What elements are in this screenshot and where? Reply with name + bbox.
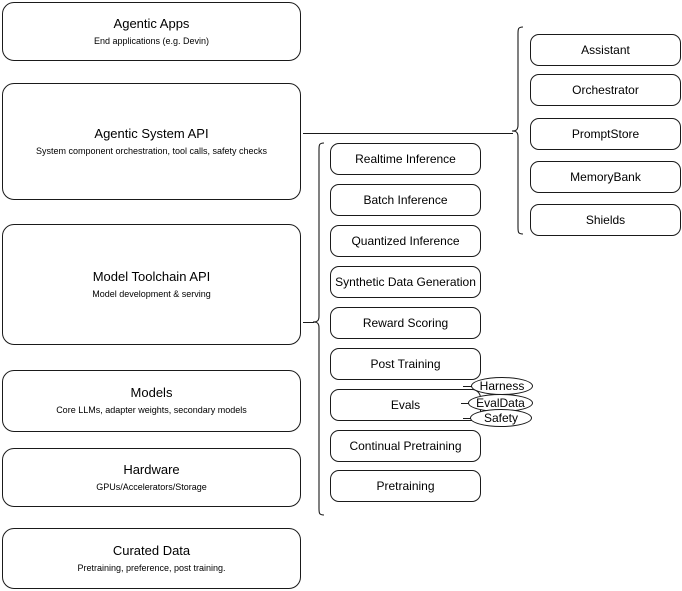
item-label: PromptStore <box>571 126 640 141</box>
item-label: Assistant <box>581 42 630 57</box>
item-label: Evals <box>390 397 421 412</box>
item-label: Reward Scoring <box>362 315 449 330</box>
layer-box-agentic-apps[interactable]: Agentic Apps End applications (e.g. Devi… <box>2 2 301 61</box>
item-batch-inference[interactable]: Batch Inference <box>330 184 481 216</box>
item-quantized-inference[interactable]: Quantized Inference <box>330 225 481 257</box>
item-label: Pretraining <box>376 478 435 493</box>
item-label: Batch Inference <box>363 192 448 207</box>
layer-box-hardware[interactable]: Hardware GPUs/Accelerators/Storage <box>2 448 301 507</box>
layer-subtitle: GPUs/Accelerators/Storage <box>96 481 207 492</box>
item-label: Quantized Inference <box>351 233 460 248</box>
layer-subtitle: System component orchestration, tool cal… <box>35 145 268 156</box>
ellipse-label: Safety <box>483 411 519 425</box>
item-memorybank[interactable]: MemoryBank <box>530 161 681 193</box>
item-evals[interactable]: Evals <box>330 389 481 421</box>
ellipse-evaldata[interactable]: EvalData <box>468 394 533 412</box>
item-orchestrator[interactable]: Orchestrator <box>530 74 681 106</box>
item-synthetic-data-generation[interactable]: Synthetic Data Generation <box>330 266 481 298</box>
layer-subtitle: Core LLMs, adapter weights, secondary mo… <box>56 405 247 415</box>
item-label: Continual Pretraining <box>349 438 462 453</box>
layer-title: Hardware <box>123 461 180 477</box>
connector-system-api-to-components <box>303 133 513 134</box>
item-assistant[interactable]: Assistant <box>530 34 681 66</box>
layer-box-model-toolchain-api[interactable]: Model Toolchain API Model development & … <box>2 224 301 345</box>
layer-box-curated-data[interactable]: Curated Data Pretraining, preference, po… <box>2 528 301 589</box>
item-reward-scoring[interactable]: Reward Scoring <box>330 307 481 339</box>
ellipse-label: Harness <box>479 379 525 393</box>
layer-subtitle: Model development & serving <box>92 288 211 299</box>
item-continual-pretraining[interactable]: Continual Pretraining <box>330 430 481 462</box>
item-post-training[interactable]: Post Training <box>330 348 481 380</box>
connector-evals-evaldata <box>461 403 473 404</box>
item-pretraining[interactable]: Pretraining <box>330 470 481 502</box>
bracket-system-components <box>511 26 524 235</box>
connector-evals-harness <box>463 386 475 387</box>
connector-evals-safety <box>463 418 475 419</box>
layer-subtitle: Pretraining, preference, post training. <box>77 562 226 573</box>
ellipse-safety[interactable]: Safety <box>470 409 532 427</box>
item-label: MemoryBank <box>570 169 641 184</box>
item-shields[interactable]: Shields <box>530 204 681 236</box>
layer-title: Agentic Apps <box>113 15 190 31</box>
layer-title: Models <box>130 385 173 400</box>
item-label: Realtime Inference <box>355 151 456 166</box>
bracket-toolchain <box>312 142 325 516</box>
ellipse-harness[interactable]: Harness <box>471 377 533 395</box>
item-label: Shields <box>585 212 626 227</box>
layer-subtitle: End applications (e.g. Devin) <box>93 35 210 46</box>
item-promptstore[interactable]: PromptStore <box>530 118 681 150</box>
layer-box-agentic-system-api[interactable]: Agentic System API System component orch… <box>2 83 301 200</box>
item-label: Orchestrator <box>572 82 639 97</box>
layer-title: Model Toolchain API <box>92 268 211 284</box>
item-realtime-inference[interactable]: Realtime Inference <box>330 143 481 175</box>
item-label: Synthetic Data Generation <box>335 274 476 289</box>
ellipse-label: EvalData <box>476 396 525 410</box>
layer-title: Agentic System API <box>94 125 209 141</box>
connector-toolchain-api-to-components <box>303 322 314 323</box>
item-label: Post Training <box>370 356 441 371</box>
layer-box-models[interactable]: Models Core LLMs, adapter weights, secon… <box>2 370 301 432</box>
layer-title: Curated Data <box>112 542 191 558</box>
